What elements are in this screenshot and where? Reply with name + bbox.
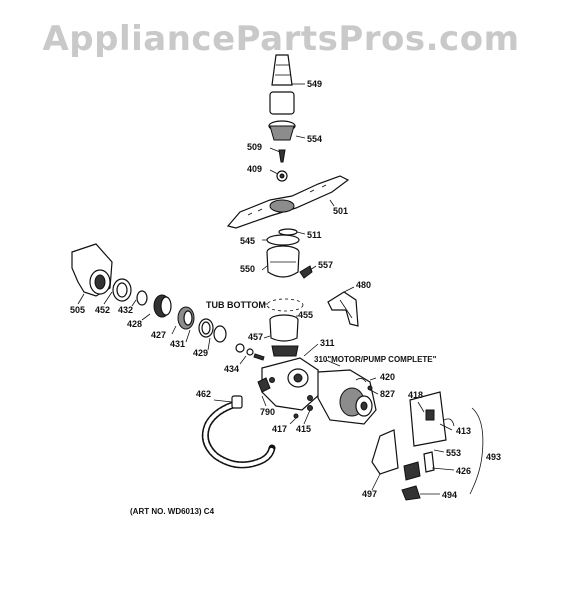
spray-tower-tube[interactable]	[269, 91, 295, 115]
diaphragm[interactable]	[177, 306, 195, 330]
part-label-511: 511	[307, 230, 322, 240]
lower-spray-arm[interactable]	[226, 175, 350, 229]
group-brace	[469, 407, 484, 495]
part-label-431: 431	[170, 339, 185, 349]
sump-inlet-housing[interactable]	[71, 243, 113, 297]
part-label-413: 413	[456, 426, 471, 436]
check-valve[interactable]	[299, 265, 313, 279]
tub-bottom-label: TUB BOTTOM	[206, 300, 266, 310]
part-label-545: 545	[240, 236, 255, 246]
motor-pump-note: 310"MOTOR/PUMP COMPLETE"	[314, 355, 437, 364]
part-label-455: 455	[298, 310, 313, 320]
art-number: (ART NO. WD6013) C4	[130, 507, 215, 516]
hose-clamp[interactable]	[112, 278, 132, 302]
part-label-434: 434	[224, 364, 239, 374]
mounting-bracket[interactable]	[409, 391, 447, 447]
part-label-557: 557	[318, 260, 333, 270]
part-label-426: 426	[456, 466, 471, 476]
part-label-497: 497	[362, 489, 377, 499]
washers[interactable]	[235, 343, 265, 361]
connector[interactable]	[423, 451, 435, 473]
part-label-554: 554	[307, 134, 322, 144]
part-label-505: 505	[70, 305, 85, 315]
part-label-827: 827	[380, 389, 395, 399]
motor[interactable]	[317, 369, 377, 425]
part-label-790: 790	[260, 407, 275, 417]
part-label-480: 480	[356, 280, 371, 290]
part-label-311: 311	[320, 338, 335, 348]
part-label-462: 462	[196, 389, 211, 399]
part-label-409: 409	[247, 164, 262, 174]
part-label-553: 553	[446, 448, 461, 458]
retaining-ring[interactable]	[198, 318, 214, 338]
watermark: AppliancePartsPros.com	[42, 19, 519, 59]
hose-barb[interactable]	[257, 377, 271, 393]
part-label-501: 501	[333, 206, 348, 216]
wire	[443, 418, 455, 427]
o-ring[interactable]	[278, 228, 298, 236]
pump-housing[interactable]	[261, 357, 321, 411]
terminal-block[interactable]	[403, 461, 421, 481]
spray-tower-top[interactable]	[271, 54, 293, 86]
part-label-418: 418	[408, 390, 423, 400]
wash-impeller-housing[interactable]	[266, 245, 300, 278]
spray-tower-cap[interactable]	[268, 120, 296, 141]
part-label-415: 415	[296, 424, 311, 434]
drain-impeller[interactable]	[271, 345, 299, 357]
part-label-549: 549	[307, 79, 322, 89]
shroud[interactable]	[327, 291, 359, 327]
part-label-427: 427	[151, 330, 166, 340]
gasket-seal[interactable]	[213, 325, 227, 343]
drain-hose[interactable]	[201, 395, 276, 469]
screw[interactable]	[278, 149, 286, 163]
leader-lines	[77, 83, 455, 495]
seal[interactable]	[269, 314, 299, 342]
filter-screen[interactable]	[153, 294, 172, 318]
part-label-550: 550	[240, 264, 255, 274]
plug[interactable]	[401, 485, 421, 501]
part-label-429: 429	[193, 348, 208, 358]
part-label-420: 420	[380, 372, 395, 382]
part-label-452: 452	[95, 305, 110, 315]
support-bracket[interactable]	[371, 429, 399, 475]
part-label-494: 494	[442, 490, 457, 500]
part-label-428: 428	[127, 319, 142, 329]
part-label-417: 417	[272, 424, 287, 434]
hose-clamp-small[interactable]	[136, 290, 148, 306]
tub-bottom-gasket	[266, 298, 304, 312]
ring-gasket[interactable]	[266, 234, 300, 246]
part-label-493: 493	[486, 452, 501, 462]
part-label-432: 432	[118, 305, 133, 315]
part-label-509: 509	[247, 142, 262, 152]
nut[interactable]	[276, 170, 288, 182]
part-label-457: 457	[248, 332, 263, 342]
